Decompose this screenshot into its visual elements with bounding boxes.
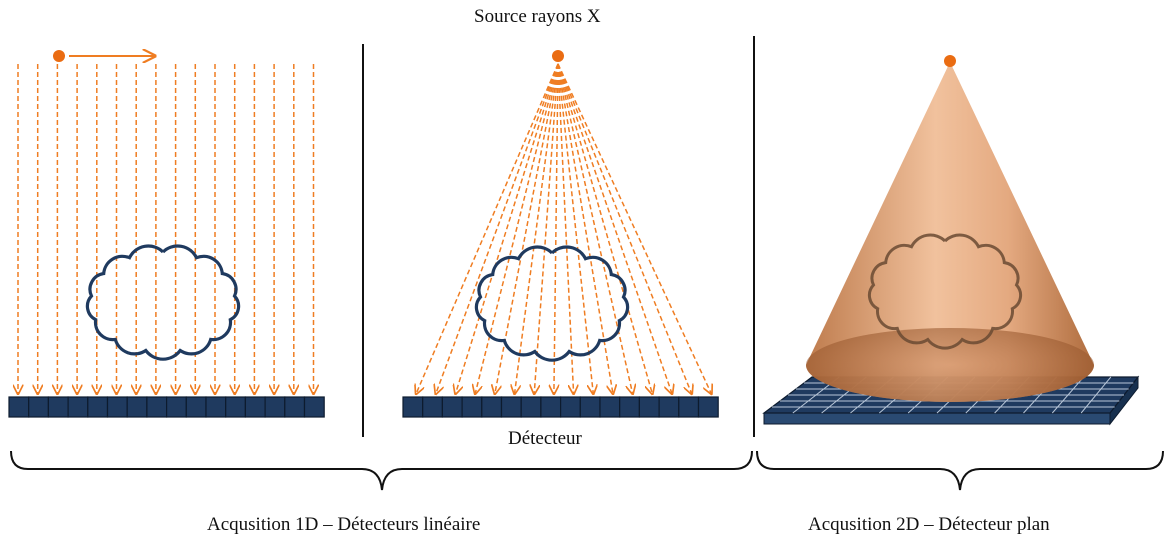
x-ray-beam <box>557 63 692 394</box>
detector-cell <box>28 396 50 418</box>
x-ray-beam <box>557 63 652 394</box>
x-ray-beam <box>557 63 633 394</box>
detector-cell <box>638 396 660 418</box>
detector-edge-front <box>763 412 1111 425</box>
fan-beam-panel <box>402 50 719 418</box>
detector-cell <box>619 396 641 418</box>
detector-cell <box>658 396 680 418</box>
detector-cell <box>599 396 621 418</box>
detector-cell <box>146 396 168 418</box>
parallel-rays <box>18 64 314 394</box>
detector-cell <box>205 396 227 418</box>
detector-grid-line <box>1080 376 1112 414</box>
x-ray-source-dot-icon <box>552 50 564 62</box>
x-ray-beam <box>557 63 593 394</box>
cone-base <box>806 328 1094 402</box>
linear-detector <box>8 396 325 418</box>
detector-label: Détecteur <box>508 428 582 449</box>
detector-cell <box>264 396 286 418</box>
x-ray-beam <box>557 63 672 394</box>
detector-grid-line <box>1051 376 1085 414</box>
brace-1d <box>10 450 753 491</box>
detector-cell <box>520 396 542 418</box>
x-ray-beam <box>557 63 712 394</box>
source-label: Source rayons X <box>474 6 601 27</box>
brace-2d <box>756 450 1164 491</box>
detector-cell <box>284 396 306 418</box>
x-ray-source-dot-icon <box>944 55 956 67</box>
x-ray-beam <box>436 63 559 394</box>
parallel-beam-panel <box>8 50 325 418</box>
detector-cell <box>579 396 601 418</box>
detector-cell <box>303 396 325 418</box>
x-ray-source-dot-icon <box>53 50 65 62</box>
x-ray-beam <box>455 63 559 394</box>
detector-cell <box>225 396 246 418</box>
x-ray-beam <box>557 63 574 394</box>
x-ray-beam <box>515 63 559 394</box>
linear-detector <box>402 396 719 418</box>
detector-cell <box>461 396 483 418</box>
x-ray-beam <box>534 63 559 394</box>
detector-cell <box>67 396 89 418</box>
acquisition-1d-label: Acqusition 1D – Détecteurs linéaire <box>207 514 481 535</box>
detector-cell <box>540 396 562 418</box>
cloud-object-icon <box>867 233 1023 350</box>
cloud-object-icon <box>474 245 630 362</box>
detector-cell <box>244 396 266 418</box>
detector-cell <box>441 396 463 418</box>
cone-beam-panel <box>762 55 1140 426</box>
detector-cell <box>185 396 207 418</box>
detector-cell <box>8 396 30 418</box>
detector-cell <box>106 396 128 418</box>
detector-cell <box>47 396 69 418</box>
detector-cell <box>500 396 522 418</box>
acquisition-2d-label: Acqusition 2D – Détecteur plan <box>808 514 1050 535</box>
detector-cell <box>166 396 187 418</box>
detector-cell <box>559 396 581 418</box>
x-ray-beam <box>475 63 559 394</box>
x-ray-beam <box>416 63 559 394</box>
detector-cell <box>697 396 719 418</box>
fan-rays <box>416 63 712 394</box>
detector-cell <box>402 396 424 418</box>
detector-cell <box>87 396 109 418</box>
cloud-object-icon <box>85 244 241 361</box>
detector-cell <box>422 396 444 418</box>
detector-cell <box>678 396 700 418</box>
x-ray-beam <box>554 63 558 394</box>
detector-cell <box>126 396 148 418</box>
detector-cell <box>481 396 503 418</box>
